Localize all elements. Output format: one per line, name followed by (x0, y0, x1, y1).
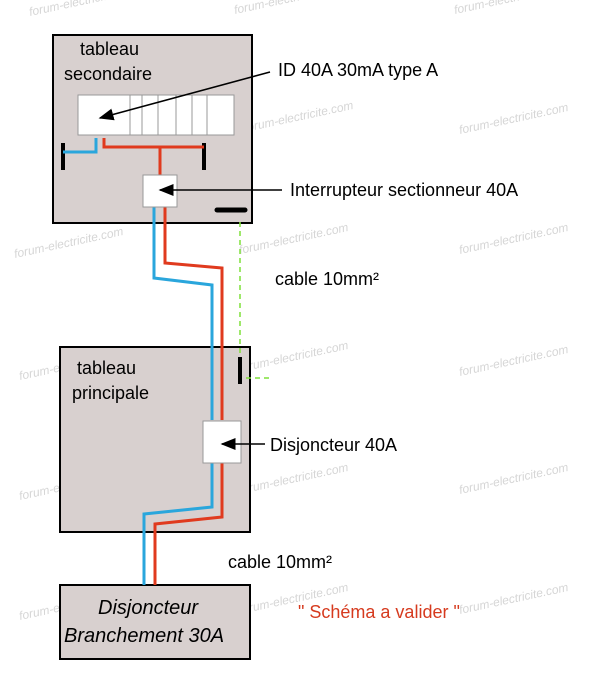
phase-wire-secondary (102, 138, 204, 149)
breaker-row (77, 94, 235, 136)
watermark: forum-electricite.com (233, 0, 345, 17)
watermark: forum-electricite.com (238, 460, 350, 497)
panel-title-line1: tableau (77, 358, 136, 378)
neutral-wire-feed (152, 205, 214, 345)
interrupteur-sectionneur (142, 174, 178, 208)
watermark: forum-electricite.com (453, 0, 565, 17)
watermark: forum-electricite.com (458, 220, 570, 257)
watermark: forum-electricite.com (458, 342, 570, 379)
neutral-wire-branchement (142, 462, 214, 585)
note-label: " Schéma a valider " (298, 602, 460, 622)
disjoncteur-branchement-panel: Disjoncteur Branchement 30A (59, 584, 251, 660)
id-label: ID 40A 30mA type A (278, 60, 438, 80)
watermark: forum-electricite.com (238, 220, 350, 257)
cable-upper-label: cable 10mm² (275, 269, 379, 289)
panel-body (59, 584, 251, 660)
panel-title-line2: principale (72, 383, 149, 403)
tableau-principale-panel: tableau principale (59, 346, 251, 533)
disjoncteur-label: Disjoncteur 40A (270, 435, 397, 455)
watermark: forum-electricite.com (13, 224, 125, 261)
interrupteur-label: Interrupteur sectionneur 40A (290, 180, 518, 200)
panel-title-line1: Disjoncteur (98, 597, 199, 619)
panel-title-line2: Branchement 30A (64, 625, 224, 647)
watermark: forum-electricite.com (458, 460, 570, 497)
watermark: forum-electricite.com (458, 580, 570, 617)
disjoncteur-40a (202, 420, 242, 464)
panel-title-line1: tableau (80, 39, 139, 59)
watermark: forum-electricite.com (243, 98, 355, 135)
watermark: forum-electricite.com (458, 100, 570, 137)
neutral-wire-secondary (63, 138, 98, 154)
panel-body (59, 346, 251, 533)
panel-title-line2: secondaire (64, 64, 152, 84)
phase-wire-feed (163, 205, 224, 420)
cable-lower-label: cable 10mm² (228, 552, 332, 572)
phase-wire-branchement (153, 462, 224, 585)
arrow-id (98, 71, 271, 121)
watermark: forum-electricite.com (28, 0, 140, 19)
watermark: forum-electricite.com (238, 338, 350, 375)
